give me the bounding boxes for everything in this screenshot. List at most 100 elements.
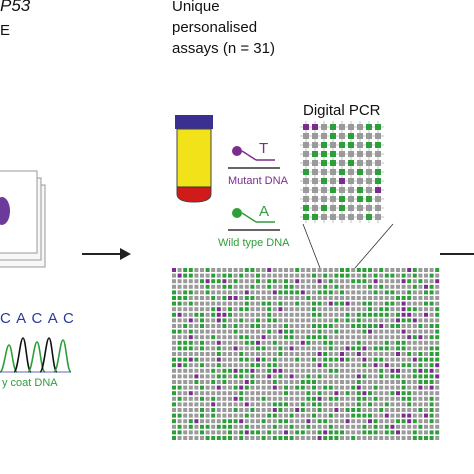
droplet-cell — [345, 312, 350, 317]
droplet-cell — [418, 273, 423, 278]
droplet-cell — [295, 391, 300, 396]
droplet-cell — [435, 413, 440, 418]
droplet-cell — [244, 413, 249, 418]
droplet-cell — [340, 374, 344, 379]
droplet-cell — [312, 307, 316, 312]
droplet-cell — [216, 368, 221, 373]
droplet-cell — [418, 396, 423, 401]
droplet-cell — [272, 396, 277, 401]
droplet-cell — [205, 436, 210, 440]
zoom-droplet-cell — [357, 169, 363, 175]
zoom-droplet-cell — [339, 196, 345, 202]
droplet-cell — [418, 335, 423, 340]
droplet-cell — [317, 329, 322, 334]
droplet-cell — [407, 346, 412, 351]
droplet-cell — [300, 290, 305, 295]
droplet-cell — [390, 413, 395, 418]
droplet-cell — [351, 307, 356, 312]
droplet-cell — [256, 385, 260, 390]
droplet-cell — [356, 296, 361, 300]
droplet-cell — [194, 374, 199, 379]
droplet-cell — [340, 385, 344, 390]
droplet-cell — [300, 279, 305, 284]
droplet-cell — [289, 396, 294, 401]
droplet-cell — [390, 363, 395, 368]
droplet-cell — [300, 268, 305, 272]
droplet-cell — [368, 279, 372, 284]
droplet-cell — [368, 424, 372, 429]
droplet-cell — [323, 413, 328, 418]
droplet-cell — [289, 363, 294, 368]
droplet-cell — [401, 324, 406, 328]
droplet-cell — [373, 385, 378, 390]
droplet-cell — [194, 273, 199, 278]
droplet-cell — [194, 385, 199, 390]
droplet-cell — [188, 436, 193, 440]
zoom-droplet-cell — [321, 142, 327, 148]
droplet-cell — [356, 284, 361, 289]
droplet-cell — [250, 380, 255, 384]
droplet-cell — [373, 357, 378, 362]
droplet-cell — [177, 396, 182, 401]
droplet-cell — [429, 279, 434, 284]
droplet-cell — [216, 296, 221, 300]
droplet-cell — [340, 346, 344, 351]
droplet-cell — [317, 368, 322, 373]
droplet-cell — [429, 301, 434, 306]
droplet-cell — [261, 301, 266, 306]
droplet-cell — [205, 374, 210, 379]
droplet-cell — [200, 296, 204, 300]
droplet-cell — [228, 296, 232, 300]
droplet-cell — [261, 273, 266, 278]
droplet-cell — [211, 391, 216, 396]
droplet-cell — [373, 396, 378, 401]
droplet-cell — [328, 329, 333, 334]
droplet-cell — [284, 396, 288, 401]
zoom-droplet-cell — [321, 133, 327, 139]
droplet-cell — [396, 430, 400, 435]
droplet-cell — [295, 307, 300, 312]
droplet-cell — [267, 430, 272, 435]
droplet-cell — [278, 296, 283, 300]
droplet-cell — [284, 284, 288, 289]
droplet-cell — [188, 307, 193, 312]
droplet-cell — [418, 301, 423, 306]
droplet-cell — [340, 296, 344, 300]
droplet-cell — [407, 268, 412, 272]
droplet-cell — [250, 296, 255, 300]
droplet-cell — [261, 396, 266, 401]
droplet-cell — [205, 391, 210, 396]
droplet-cell — [328, 436, 333, 440]
droplet-cell — [188, 430, 193, 435]
droplet-cell — [239, 284, 244, 289]
zoom-droplet-cell — [357, 124, 363, 130]
droplet-cell — [418, 352, 423, 356]
droplet-cell — [368, 290, 372, 295]
droplet-cell — [368, 284, 372, 289]
droplet-cell — [396, 352, 400, 356]
droplet-cell — [272, 290, 277, 295]
droplet-cell — [188, 402, 193, 407]
droplet-cell — [222, 318, 227, 323]
droplet-cell — [351, 430, 356, 435]
droplet-cell — [407, 301, 412, 306]
droplet-cell — [239, 424, 244, 429]
droplet-cell — [267, 413, 272, 418]
droplet-cell — [216, 335, 221, 340]
droplet-cell — [172, 329, 176, 334]
droplet-cell — [205, 301, 210, 306]
droplet-cell — [200, 385, 204, 390]
droplet-cell — [267, 279, 272, 284]
zoom-droplet-cell — [321, 187, 327, 193]
droplet-cell — [228, 279, 232, 284]
droplet-cell — [194, 419, 199, 424]
droplet-cell — [384, 318, 389, 323]
droplet-cell — [295, 380, 300, 384]
droplet-cell — [261, 424, 266, 429]
droplet-cell — [368, 312, 372, 317]
zoom-droplet-cell — [321, 178, 327, 184]
droplet-cell — [272, 318, 277, 323]
zoom-droplet-cell — [330, 169, 336, 175]
zoom-droplet-cell — [303, 169, 309, 175]
stacked-slides-icon — [0, 170, 46, 268]
